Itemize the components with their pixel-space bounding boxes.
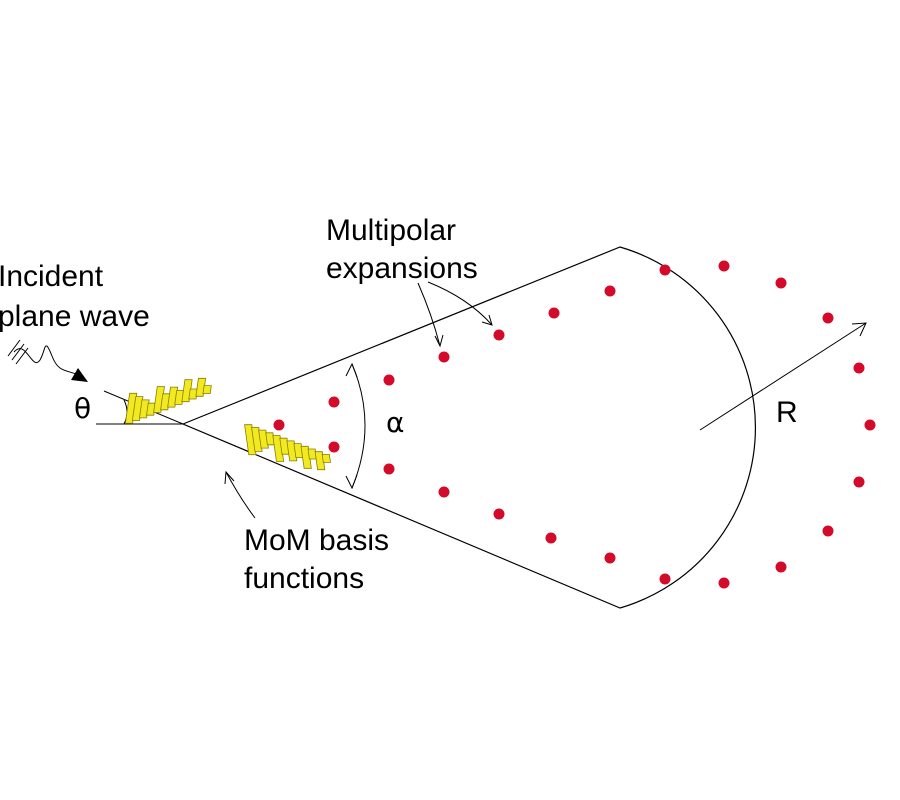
multipole-point <box>604 552 616 564</box>
multipolar-pointer-arrows <box>417 281 493 348</box>
multipole-point <box>853 362 865 374</box>
radius-label: R <box>776 396 798 429</box>
multipole-points <box>273 260 876 589</box>
multipole-point <box>383 374 395 386</box>
multipole-point <box>328 441 340 453</box>
mom-label: MoM basis <box>244 524 389 557</box>
multipole-point <box>775 561 787 573</box>
multipole-point <box>853 476 865 488</box>
multipole-point <box>718 577 730 589</box>
multipole-point <box>864 419 876 431</box>
multipole-point <box>775 277 787 289</box>
multipole-point <box>659 573 671 585</box>
multipole-point <box>659 264 671 276</box>
scatterer-outline <box>181 246 756 609</box>
basis-bar-upper <box>202 385 212 395</box>
mom-label-2: functions <box>244 562 364 595</box>
multipole-point <box>718 260 730 272</box>
multipole-point <box>548 307 560 319</box>
multipole-point <box>438 486 450 498</box>
multipolar-label: Multipolar <box>326 214 456 247</box>
multipole-point <box>822 525 834 537</box>
alpha-label: α <box>386 406 404 439</box>
multipole-point <box>493 508 505 520</box>
mom-basis-functions <box>124 377 331 471</box>
basis-bar-lower <box>321 453 331 463</box>
theta-label: θ <box>74 392 91 425</box>
radius-arrow <box>699 322 867 431</box>
incident-wave-label-2: plane wave <box>0 300 150 333</box>
multipole-point <box>822 312 834 324</box>
mom-pointer-arrow <box>224 470 256 519</box>
multipole-point <box>493 329 505 341</box>
incident-wave-arrow <box>7 339 88 382</box>
multipole-point <box>273 419 285 431</box>
multipole-point <box>328 396 340 408</box>
multipole-point <box>438 351 450 363</box>
multipole-point <box>604 285 616 297</box>
wedge-angle-arc <box>345 362 366 490</box>
multipole-point <box>545 532 557 544</box>
multipolar-label-2: expansions <box>326 252 478 285</box>
incident-wave-label: Incident <box>0 260 104 293</box>
multipole-point <box>383 463 395 475</box>
